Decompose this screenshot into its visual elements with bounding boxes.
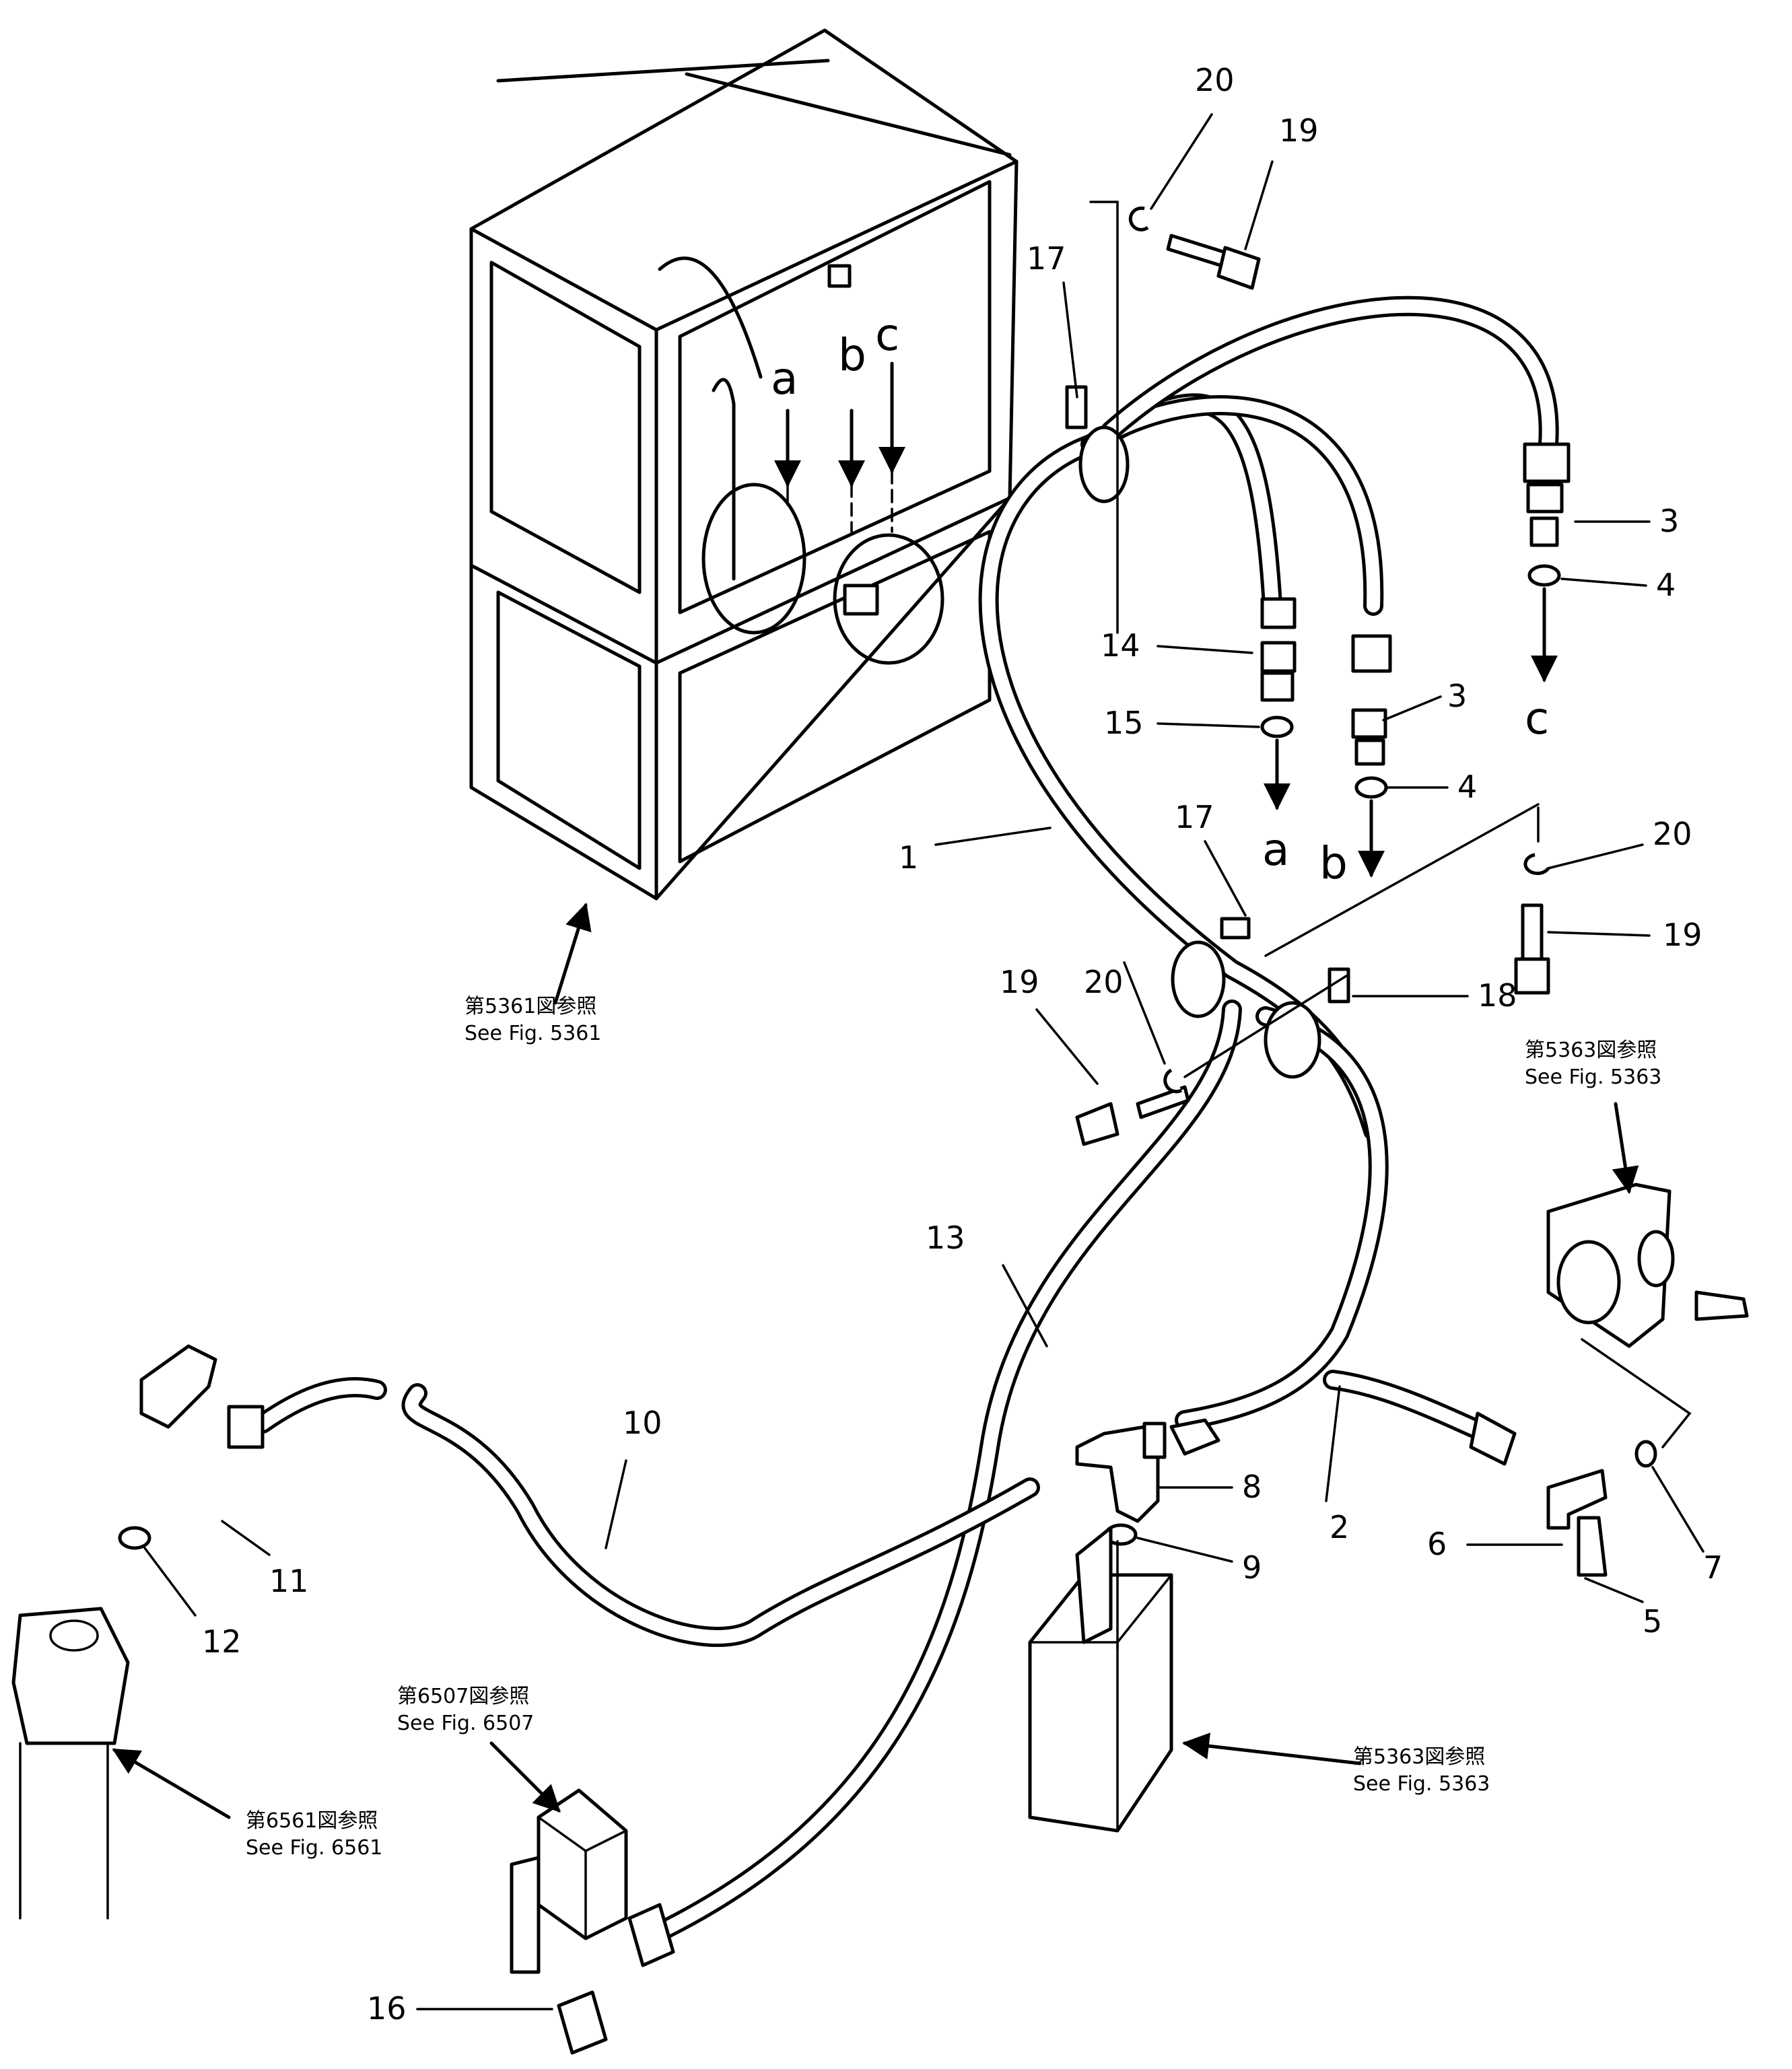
port-letter-a: a: [1262, 824, 1289, 876]
clamp-17-lower: [1171, 917, 1251, 1018]
callout: 13: [926, 1220, 965, 1256]
clamp-18: [1264, 967, 1350, 1079]
callout: 7: [1703, 1549, 1723, 1586]
callout: 20: [1195, 62, 1235, 98]
hose-13: [636, 1000, 1242, 1949]
callout: 10: [623, 1405, 662, 1441]
block-6507: [510, 1788, 675, 2055]
callout: 14: [1101, 627, 1140, 664]
callout: 20: [1653, 816, 1692, 852]
ref-6507-ja: 第6507図参照: [397, 1685, 529, 1708]
callout: 19: [1000, 964, 1039, 1000]
tank-frame: [469, 28, 1019, 901]
callout: 16: [367, 1990, 407, 2027]
callout: 9: [1242, 1549, 1262, 1586]
ref-6561-en: See Fig. 6561: [246, 1836, 382, 1860]
leader-lines: [143, 113, 1704, 2010]
callout: 3: [1659, 503, 1679, 539]
callout: 19: [1279, 112, 1319, 149]
bolt-19-left: [1075, 975, 1348, 1146]
ref-5361-ja: 第5361図参照: [464, 995, 596, 1018]
callout: 15: [1104, 705, 1144, 741]
ref-5363-upper-ja: 第5363図参照: [1525, 1039, 1657, 1062]
cylinder-6561: [11, 1607, 130, 1920]
callout: 19: [1663, 917, 1702, 953]
callout: 20: [1084, 964, 1124, 1000]
port-letter-b: b: [838, 329, 866, 381]
callout: 4: [1656, 567, 1676, 603]
callout: 3: [1447, 678, 1467, 714]
ref-5363-lower-ja: 第5363図参照: [1353, 1745, 1485, 1769]
ref-5363-upper-en: See Fig. 5363: [1525, 1065, 1661, 1089]
callout: 11: [269, 1563, 309, 1599]
port-letter-c: c: [875, 309, 899, 361]
port-letter-b: b: [1319, 837, 1348, 889]
ref-5361-en: See Fig. 5361: [464, 1022, 601, 1045]
callout: 12: [202, 1623, 242, 1660]
fittings-upper: [843, 442, 1571, 799]
callout: 4: [1457, 769, 1477, 805]
callout: 18: [1478, 977, 1517, 1014]
callout: 1: [899, 839, 918, 876]
fitting-elbow-5: [1469, 1411, 1657, 1577]
callout: 6: [1427, 1526, 1447, 1562]
callout: 17: [1175, 799, 1214, 835]
tee-fitting-8: [1075, 1418, 1220, 1546]
ref-6561-ja: 第6561図参照: [246, 1809, 378, 1833]
callout: 17: [1027, 240, 1066, 277]
figure-references: 第5361図参照 See Fig. 5361 第5363図参照 See Fig.…: [246, 995, 1661, 1860]
port-letters: a b c a b c: [771, 309, 1549, 889]
ref-6507-en: See Fig. 6507: [397, 1712, 534, 1735]
elbow-11: [118, 1344, 265, 1550]
callout: 8: [1242, 1469, 1262, 1505]
callout-numbers: 1 2 3 3 4 4 5 6 7 8 9 10 11 12 13 14 15 …: [202, 62, 1723, 2027]
bolt-19-right: [1264, 803, 1550, 995]
port-arrows: [774, 361, 1558, 878]
ref-5363-lower-en: See Fig. 5363: [1353, 1772, 1490, 1796]
callout: 2: [1330, 1509, 1349, 1545]
port-letter-a: a: [771, 353, 798, 405]
block-5363-lower: [1028, 1526, 1173, 1833]
callout: 5: [1643, 1603, 1662, 1640]
port-letter-c: c: [1525, 693, 1549, 744]
hose-10: [252, 1377, 1040, 1647]
bolt-19-top: [1089, 201, 1261, 634]
valve-block-5363-upper: [1546, 1183, 1749, 1448]
